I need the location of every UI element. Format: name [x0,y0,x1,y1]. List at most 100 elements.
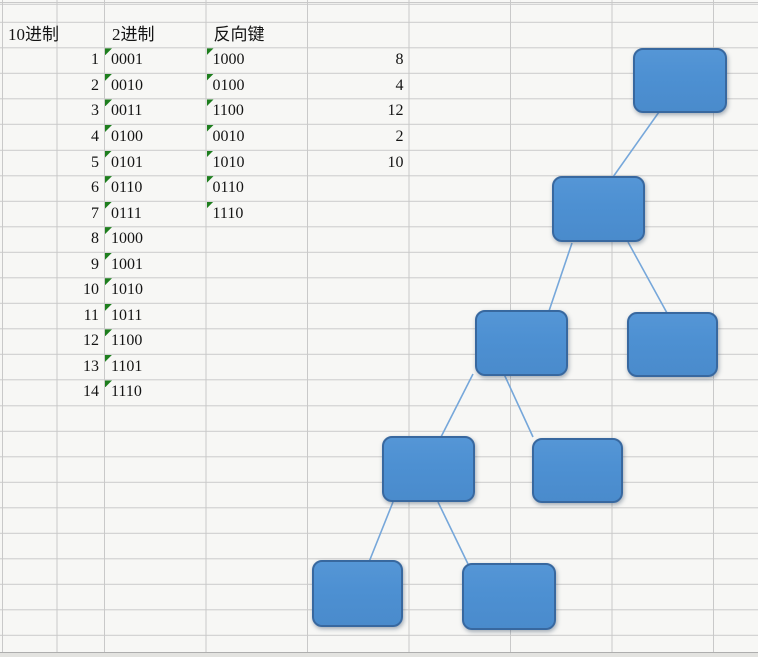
tree-node-l5-left[interactable] [312,560,403,627]
cell-binary-7[interactable]: 0111 [104,201,206,227]
cell-empty[interactable] [206,277,308,303]
cell-decimal-13[interactable]: 13 [83,357,99,375]
text-format-indicator-icon [105,278,112,286]
cell-binary-4[interactable]: 0100 [104,124,206,150]
cell-value: 0001 [111,51,143,69]
text-format-indicator-icon [105,99,112,107]
cell-reversed-decimal-5[interactable]: 10 [387,153,404,171]
cell-decimal-12[interactable]: 12 [83,332,99,350]
cell-empty[interactable] [307,175,409,201]
cell-empty[interactable] [307,22,409,48]
cell-binary-10[interactable]: 1010 [104,277,206,303]
cell-binary-2[interactable]: 0010 [104,73,206,99]
text-format-indicator-icon [206,99,214,107]
cell-decimal-14[interactable]: 14 [83,383,99,401]
cell-reversed-decimal-3[interactable]: 12 [387,102,404,120]
cell-empty[interactable] [307,226,409,252]
cell-reversed-6[interactable]: 0110 [206,175,308,201]
gridline-top [0,2,758,3]
cell-value: 1000 [212,51,245,69]
cell-empty[interactable] [307,277,409,303]
cell-decimal-4[interactable]: 4 [91,127,99,145]
cell-value: 0010 [212,127,245,145]
cell-decimal-2[interactable]: 2 [91,76,99,94]
cell-empty[interactable] [307,303,409,329]
cell-empty[interactable] [206,354,308,380]
cell-decimal-6[interactable]: 6 [91,179,99,197]
tree-node-l4-left[interactable] [382,436,475,502]
worksheet-cells: 10进制 2进制 反向键 1 0001 1000 8 2 0010 0100 4… [0,22,409,405]
cell-binary-8[interactable]: 1000 [104,226,206,252]
cell-empty[interactable] [307,201,409,227]
cell-decimal-7[interactable]: 7 [91,204,99,222]
cell-value: 1100 [111,332,143,350]
text-format-indicator-icon [105,252,112,260]
cell-binary-11[interactable]: 1011 [104,303,206,329]
cell-decimal-11[interactable]: 11 [83,306,99,324]
text-format-indicator-icon [105,227,112,235]
cell-reversed-3[interactable]: 1100 [206,98,308,124]
cell-reversed-1[interactable]: 1000 [206,47,308,73]
text-format-indicator-icon [206,48,214,56]
cell-empty[interactable] [206,226,308,252]
text-format-indicator-icon [105,354,112,362]
cell-empty[interactable] [307,354,409,380]
cell-reversed-7[interactable]: 1110 [206,201,308,227]
cell-decimal-8[interactable]: 8 [91,230,99,248]
text-format-indicator-icon [105,380,112,388]
text-format-indicator-icon [206,150,214,158]
cell-binary-1[interactable]: 0001 [104,47,206,73]
cell-value: 1110 [111,383,142,401]
tree-node-l2[interactable] [552,176,645,242]
window-bottom-edge [0,652,758,657]
cell-reversed-2[interactable]: 0100 [206,73,308,99]
gridline-left [2,0,3,657]
cell-empty[interactable] [206,252,308,278]
cell-value: 0010 [111,76,143,94]
cell-reversed-5[interactable]: 1010 [206,150,308,176]
cell-empty[interactable] [206,379,308,405]
cell-reversed-decimal-4[interactable]: 2 [395,127,404,145]
cell-reversed-decimal-2[interactable]: 4 [395,76,404,94]
cell-value: 0111 [111,204,142,222]
cell-empty[interactable] [307,328,409,354]
tree-node-l5-right[interactable] [462,563,556,630]
cell-value: 0110 [212,179,244,197]
cell-value: 1001 [111,255,143,273]
tree-node-l3-left[interactable] [475,310,568,376]
cell-empty[interactable] [206,303,308,329]
cell-decimal-5[interactable]: 5 [91,153,99,171]
cell-decimal-header[interactable]: 10进制 [8,24,59,44]
cell-reversed-decimal-1[interactable]: 8 [395,51,404,69]
cell-empty[interactable] [206,328,308,354]
cell-binary-6[interactable]: 0110 [104,175,206,201]
text-format-indicator-icon [105,303,112,311]
cell-binary-14[interactable]: 1110 [104,379,206,405]
cell-value: 0100 [111,127,143,145]
cell-value: 1010 [111,281,143,299]
cell-decimal-1[interactable]: 1 [91,51,99,69]
cell-value: 0110 [111,179,143,197]
cell-empty[interactable] [307,379,409,405]
cell-decimal-9[interactable]: 9 [91,255,99,273]
cell-binary-9[interactable]: 1001 [104,252,206,278]
cell-binary-13[interactable]: 1101 [104,354,206,380]
tree-node-root[interactable] [633,48,727,113]
tree-node-l3-right[interactable] [627,312,718,377]
text-format-indicator-icon [206,201,214,209]
cell-binary-5[interactable]: 0101 [104,150,206,176]
cell-binary-12[interactable]: 1100 [104,328,206,354]
cell-decimal-10[interactable]: 10 [83,281,99,299]
cell-binary-3[interactable]: 0011 [104,98,206,124]
text-format-indicator-icon [206,124,214,132]
text-format-indicator-icon [105,329,112,337]
cell-value: 1101 [111,357,143,375]
cell-decimal-3[interactable]: 3 [91,102,99,120]
tree-node-l4-right[interactable] [532,438,623,503]
cell-binary-header[interactable]: 2进制 [112,24,155,44]
cell-reversed-4[interactable]: 0010 [206,124,308,150]
text-format-indicator-icon [206,176,214,184]
cell-empty[interactable] [307,252,409,278]
cell-reversed-header[interactable]: 反向键 [213,24,265,44]
